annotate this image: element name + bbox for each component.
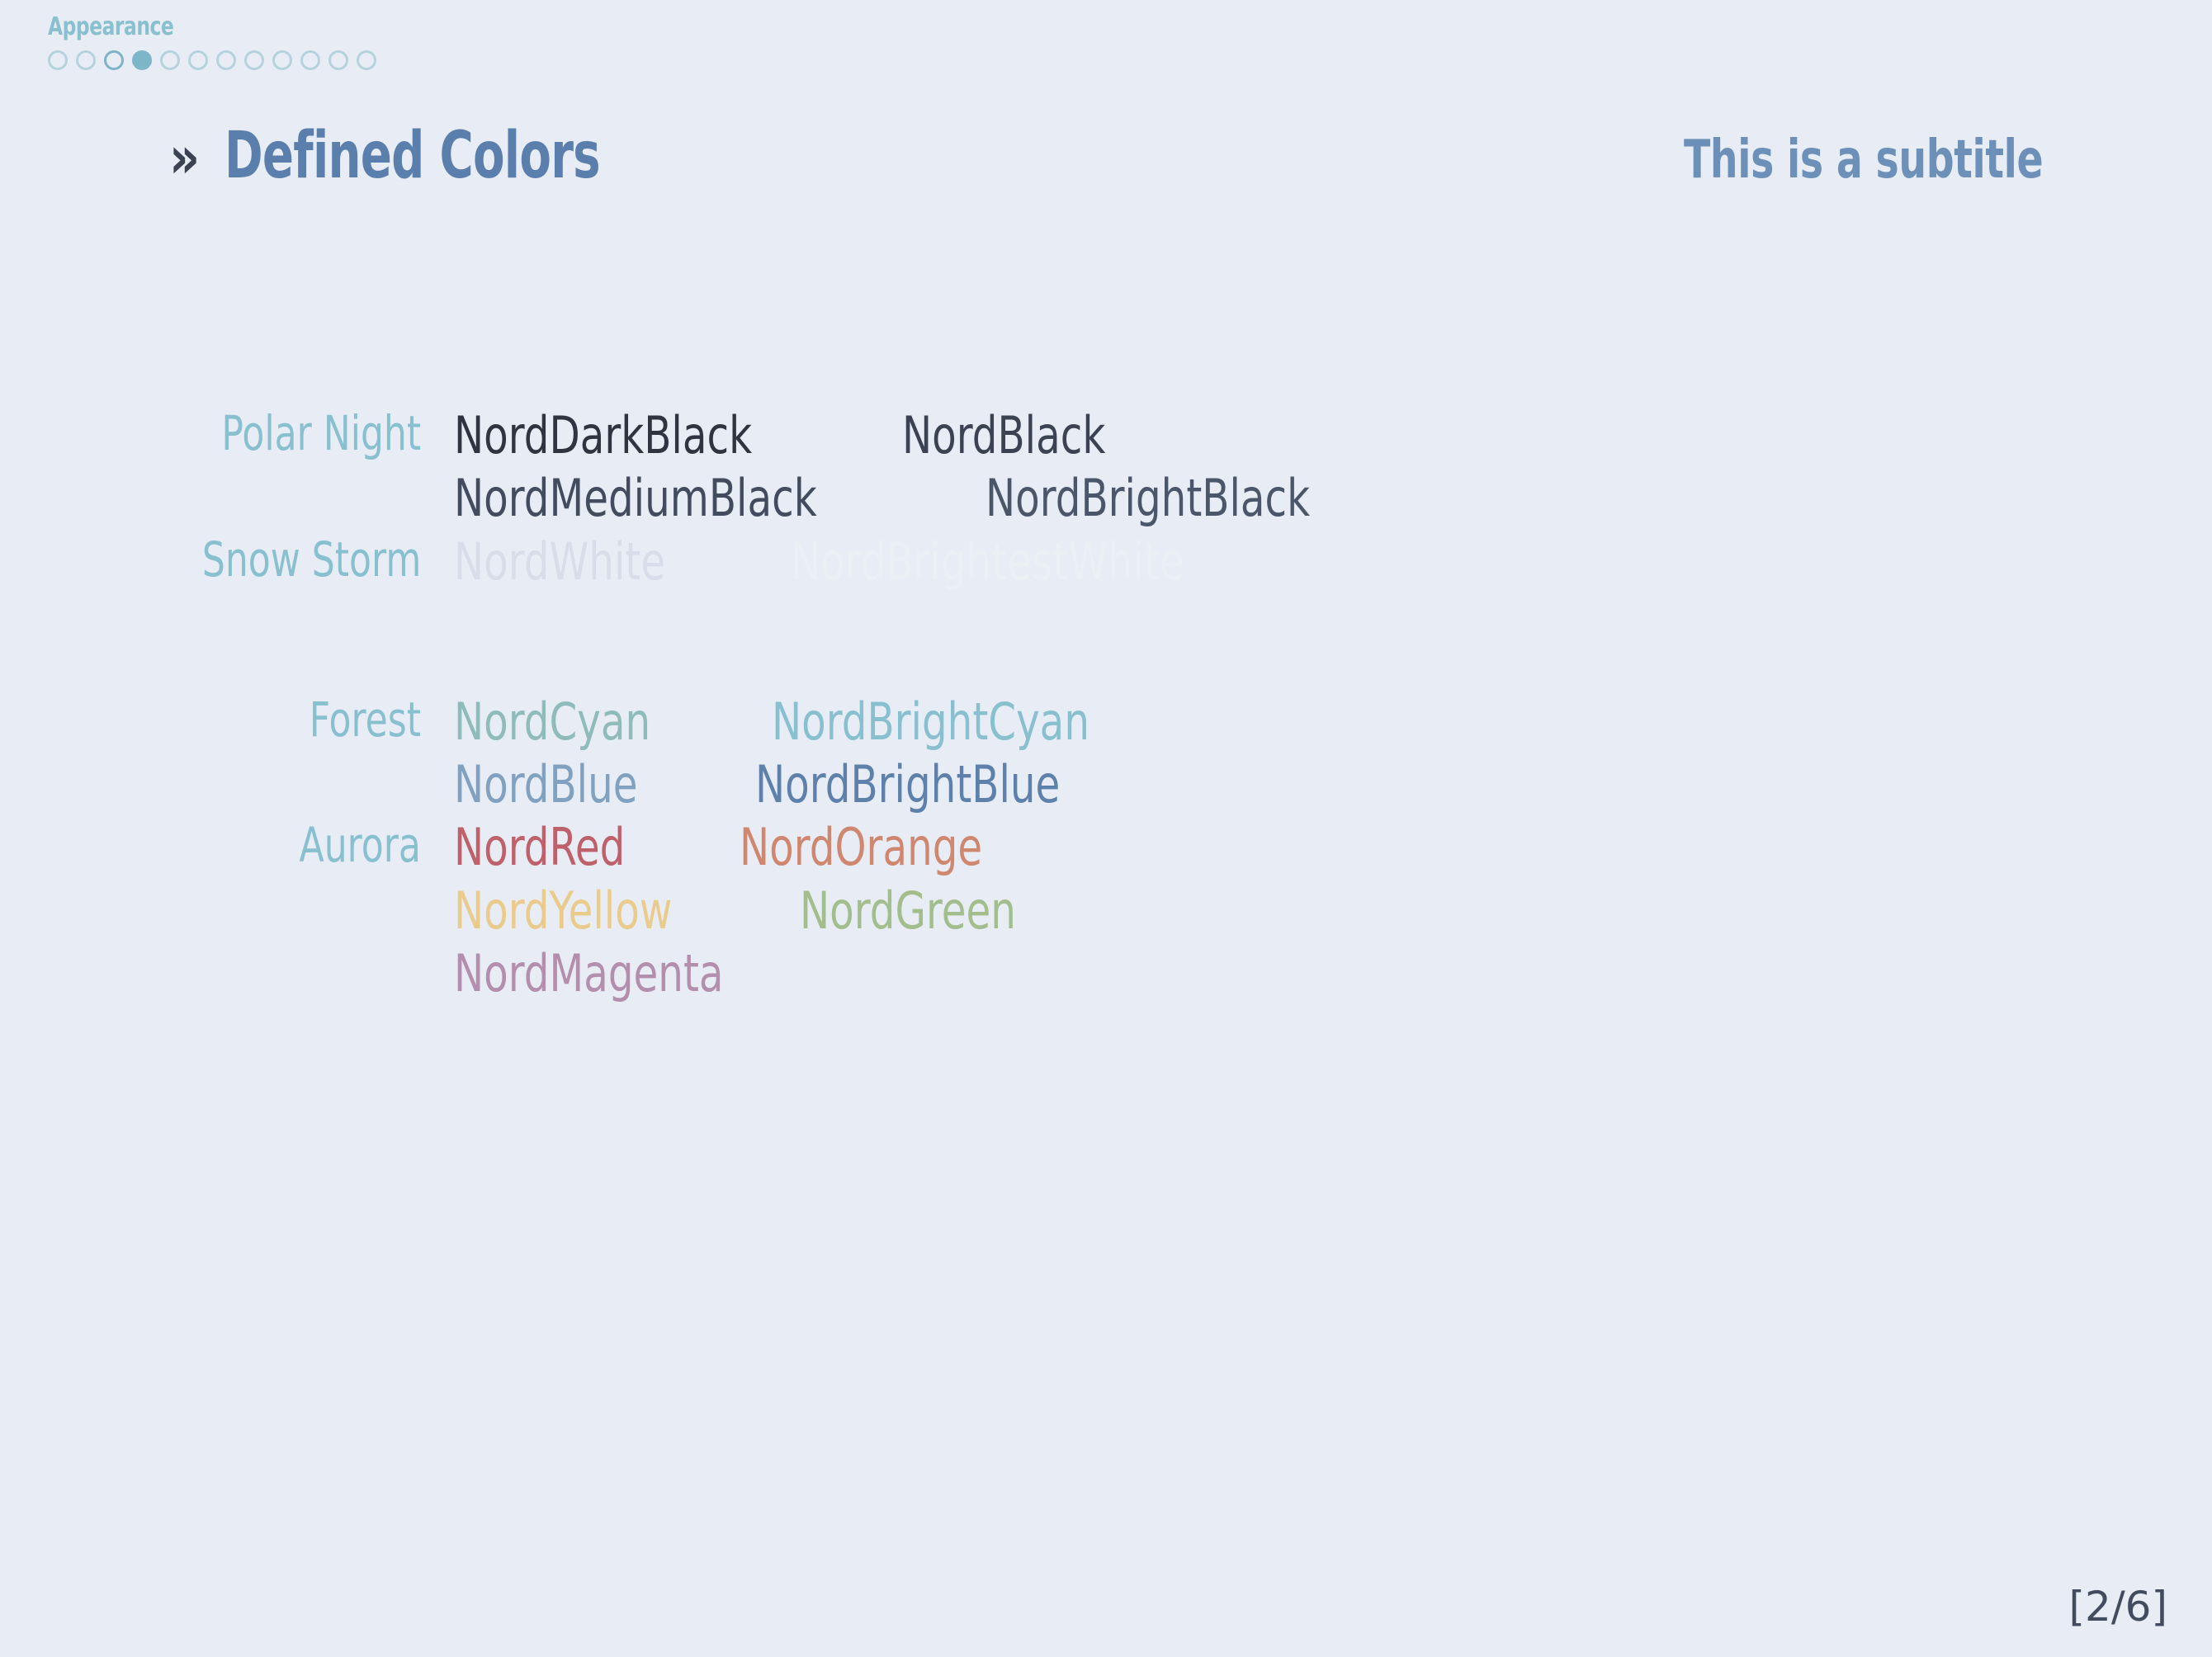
color-value-line: NordWhite NordBrightestWhite [454,531,2212,593]
color-swatch-name-NordBrightBlack: NordBrightBlack [985,468,1310,529]
color-swatch-name-NordOrange: NordOrange [739,817,983,878]
color-value-line: NordCyan NordBrightCyan [454,691,2212,753]
color-group-label: Polar Night [221,405,421,461]
color-swatch-name-NordDarkBlack: NordDarkBlack [454,405,753,465]
nav-dot-7[interactable] [216,50,236,70]
navigation-bar: Appearance [48,15,1038,70]
section-name-label: Appearance [48,12,174,41]
nav-dot-4[interactable] [132,50,152,70]
color-group-label: Aurora [299,817,421,874]
color-value-line: NordYellow NordGreen [454,880,2212,942]
color-value-line: NordDarkBlack NordBlack [454,404,2212,467]
color-group-label-cell: Aurora [0,816,421,875]
slide-progress-dots[interactable] [48,50,1038,70]
color-swatch-name-NordGreen: NordGreen [799,880,1016,941]
frame-title-group: » Defined Colors [169,124,746,188]
color-swatch-name-NordCyan: NordCyan [454,691,651,752]
color-swatch-name-NordMagenta: NordMagenta [454,942,724,1003]
color-swatch-name-NordYellow: NordYellow [454,880,673,941]
color-swatch-name-NordBlue: NordBlue [454,754,638,814]
color-group-label: Forest [309,691,421,748]
nav-dot-1[interactable] [48,50,68,70]
color-swatch-name-NordBrightCyan: NordBrightCyan [772,691,1090,752]
color-swatch-name-NordBrightestWhite: NordBrightestWhite [791,531,1185,592]
color-swatch-name-NordMediumBlack: NordMediumBlack [454,468,817,529]
nav-dot-2[interactable] [76,50,96,70]
nav-dot-8[interactable] [244,50,264,70]
frame-title-row: » Defined Colors This is a subtitle [0,124,2212,216]
nav-dot-5[interactable] [160,50,180,70]
color-value-line: NordRed NordOrange [454,816,2212,879]
nav-dot-6[interactable] [188,50,208,70]
page-number: [2/6] [2068,1583,2167,1631]
nav-dot-10[interactable] [300,50,320,70]
color-group-values: NordWhite NordBrightestWhite [421,531,2212,593]
color-value-line: NordMediumBlack NordBrightBlack [454,467,2212,530]
color-swatch-name-NordRed: NordRed [454,817,626,878]
page-title: Defined Colors [225,119,601,193]
nav-dot-9[interactable] [272,50,292,70]
color-value-line: NordBlue NordBrightBlue [454,753,2212,816]
color-value-line: NordMagenta [454,942,2212,1005]
page-subtitle: This is a subtitle [1683,130,2044,191]
nav-dot-3[interactable] [104,50,124,70]
double-chevron-icon: » [169,124,201,191]
nav-dot-12[interactable] [357,50,376,70]
color-group-label-cell: Polar Night [0,404,421,463]
color-group-snow-storm: Snow Storm NordWhite NordBrightestWhite [0,531,2212,593]
color-group-label-cell: Forest [0,691,421,749]
color-swatch-name-NordWhite: NordWhite [454,531,666,592]
nav-dot-11[interactable] [328,50,348,70]
color-swatch-name-NordBrightBlue: NordBrightBlue [755,754,1061,814]
color-group-label-cell: Snow Storm [0,531,421,589]
color-swatch-name-NordBlack: NordBlack [901,405,1106,465]
color-group-label: Snow Storm [201,531,421,588]
group-spacer [0,593,2212,691]
